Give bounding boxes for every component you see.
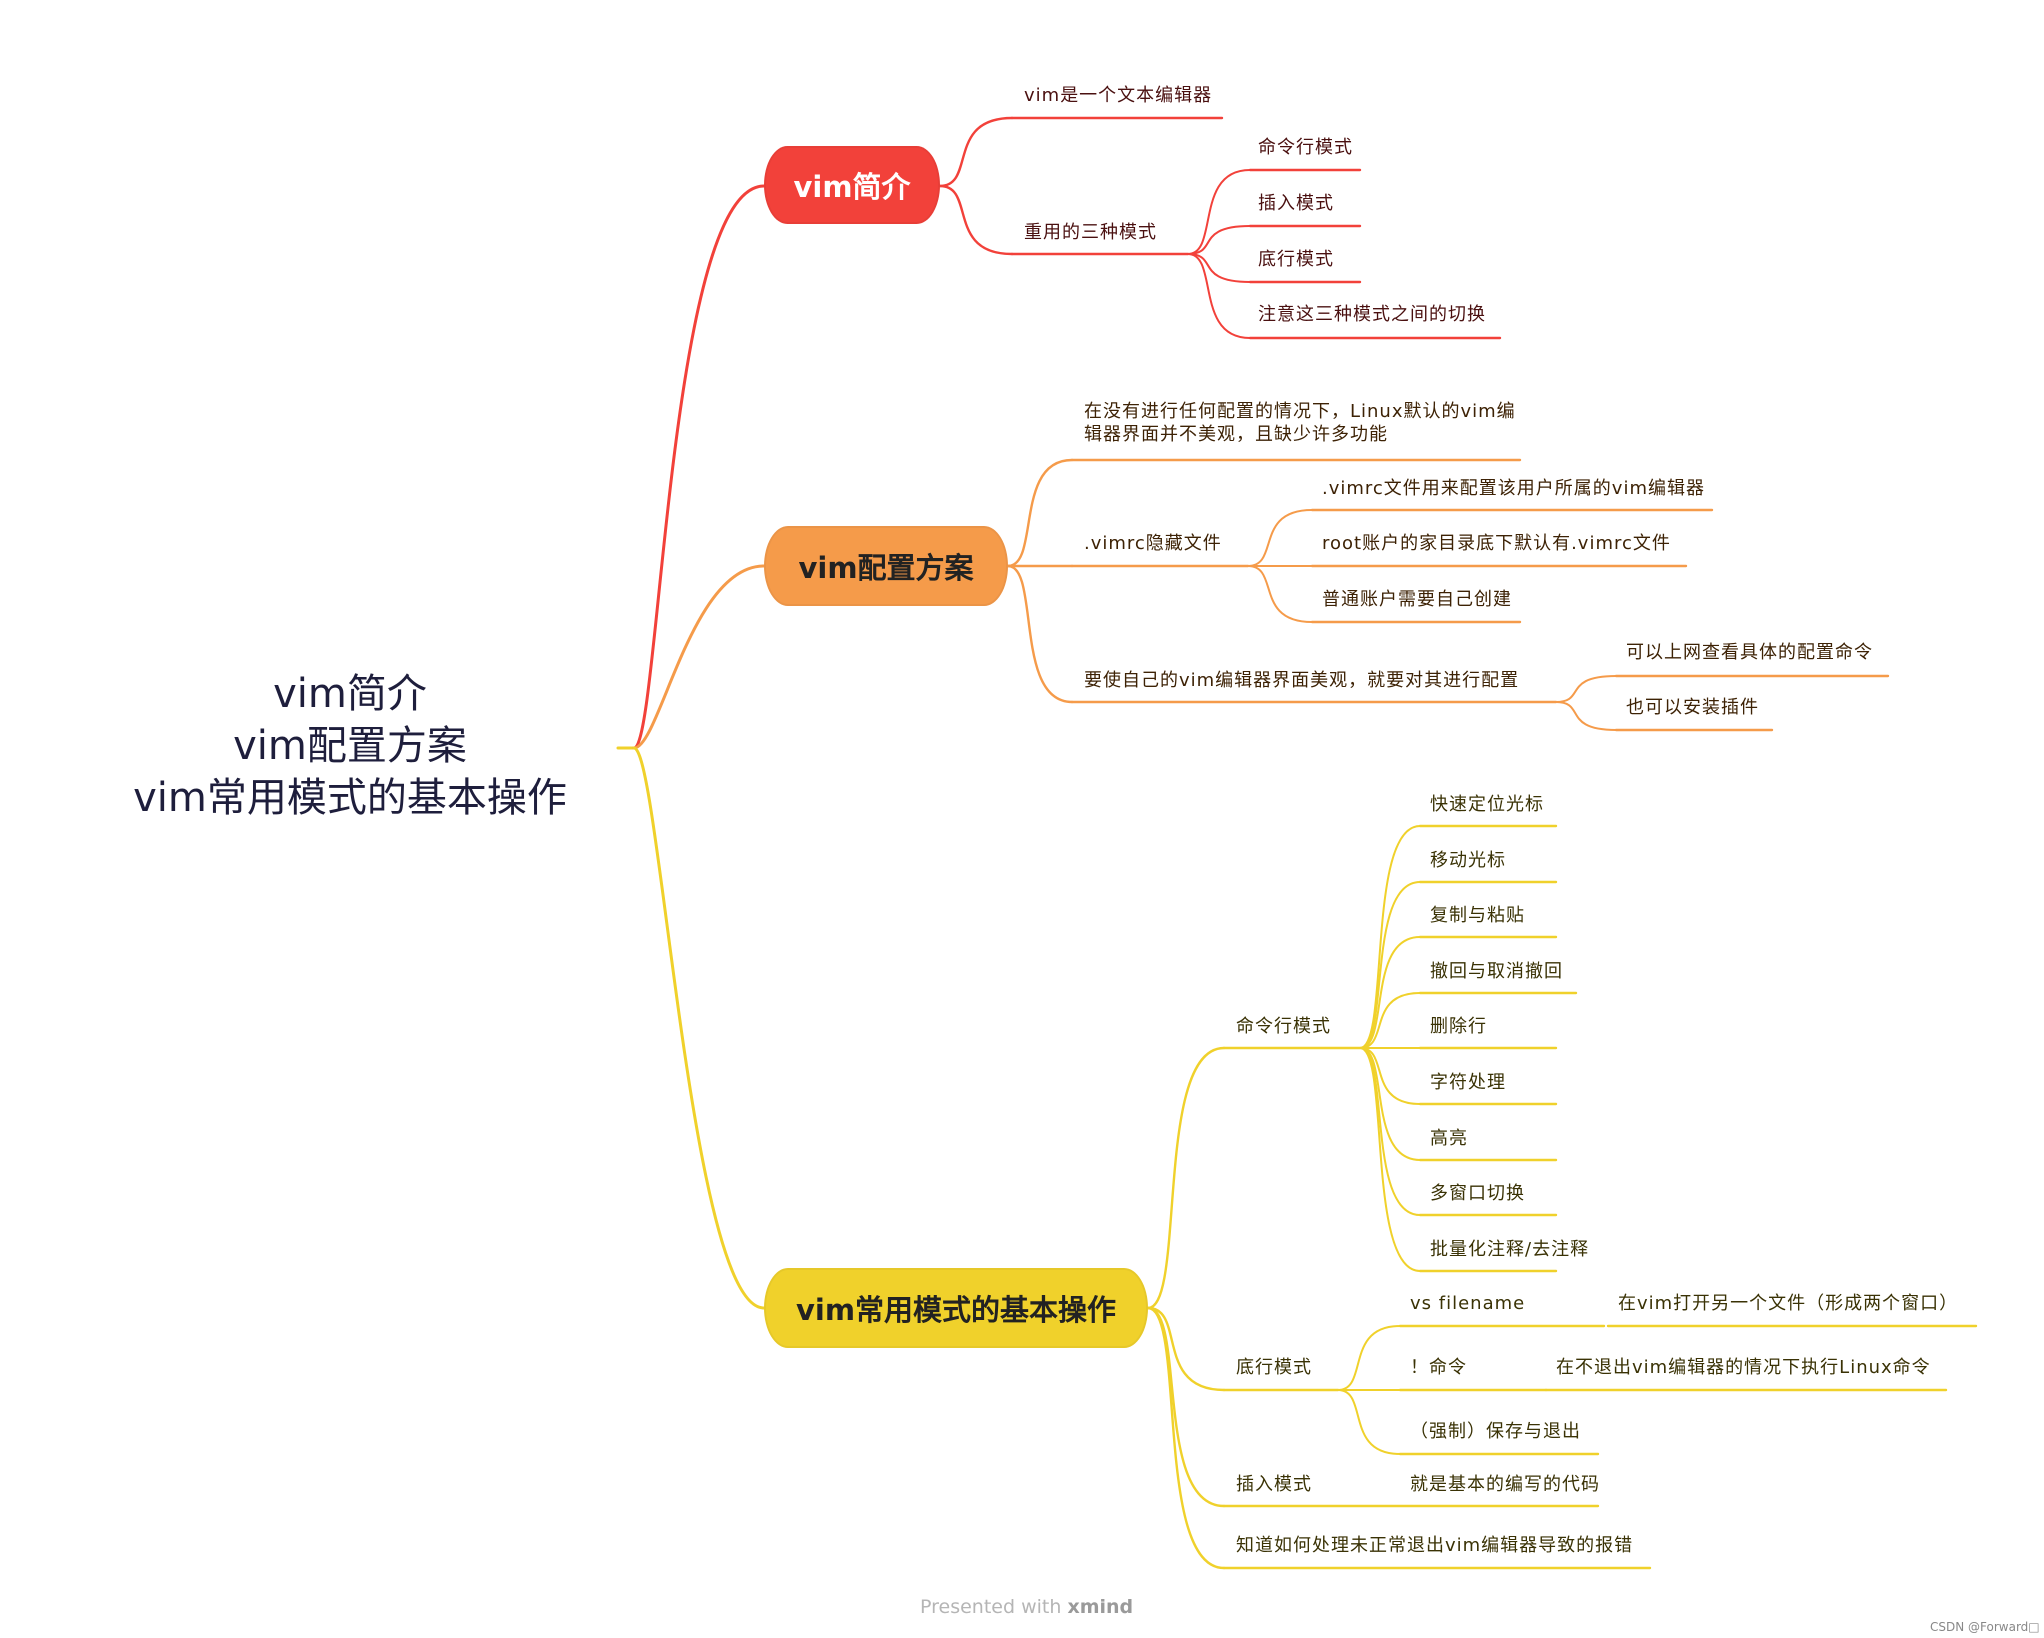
connector-yellow-save xyxy=(1337,1389,1401,1455)
main-topic-vim-config[interactable]: vim配置方案 xyxy=(764,526,1008,606)
leaf-mode-switch[interactable]: 注意这三种模式之间的切换 xyxy=(1258,304,1486,325)
leaf-undo-redo[interactable]: 撤回与取消撤回 xyxy=(1430,961,1563,982)
central-topic-line: vim简介 xyxy=(273,671,427,717)
leaf-locate-cursor[interactable]: 快速定位光标 xyxy=(1430,794,1544,815)
leaf-command-mode[interactable]: 命令行模式 xyxy=(1258,137,1353,158)
connector-main-red xyxy=(632,184,766,750)
connector-yellow-leaf xyxy=(1359,992,1421,1049)
connector-yellow-vs xyxy=(1337,1325,1401,1391)
leaf-root-vimrc[interactable]: root账户的家目录底下默认有.vimrc文件 xyxy=(1322,533,1671,554)
connector-yellow-leaf xyxy=(1359,1047,1421,1161)
subtopic-vimrc-hidden[interactable]: .vimrc隐藏文件 xyxy=(1084,533,1222,554)
leaf-insert-mode[interactable]: 插入模式 xyxy=(1258,193,1334,214)
leaf-save-quit[interactable]: （强制）保存与退出 xyxy=(1410,1421,1581,1442)
main-topic-vim-intro[interactable]: vim简介 xyxy=(764,146,940,224)
connector-yellow-leaf xyxy=(1359,825,1421,1049)
leaf-vimrc-purpose[interactable]: .vimrc文件用来配置该用户所属的vim编辑器 xyxy=(1322,478,1705,499)
leaf-delete-line[interactable]: 删除行 xyxy=(1430,1016,1487,1037)
subtopic-three-modes[interactable]: 重用的三种模式 xyxy=(1024,222,1157,243)
leaf-open-another-file[interactable]: 在vim打开另一个文件（形成两个窗口） xyxy=(1618,1293,1959,1314)
central-topic[interactable]: vim简介 vim配置方案 vim常用模式的基本操作 xyxy=(100,668,600,824)
connector-yellow-error xyxy=(1146,1306,1226,1570)
connector-red-leaf xyxy=(1187,253,1251,283)
subtopic-command-mode[interactable]: 命令行模式 xyxy=(1236,1016,1331,1037)
subtopic-insert-mode[interactable]: 插入模式 xyxy=(1236,1474,1312,1495)
connector-orange-leaf xyxy=(1247,565,1313,623)
connector-orange-leaf2 xyxy=(1555,701,1617,731)
leaf-highlight[interactable]: 高亮 xyxy=(1430,1128,1468,1149)
connector-yellow-insert xyxy=(1146,1306,1226,1508)
subtopic-default-ui-text: 在没有进行任何配置的情况下，Linux默认的vim编 辑器界面并不美观，且缺少许… xyxy=(1084,401,1516,445)
leaf-run-linux-command[interactable]: 在不退出vim编辑器的情况下执行Linux命令 xyxy=(1556,1357,1931,1378)
connector-yellow-leaf xyxy=(1359,1047,1421,1105)
connector-red-leaf xyxy=(1187,169,1251,255)
leaf-batch-comment[interactable]: 批量化注释/去注释 xyxy=(1430,1239,1590,1260)
leaf-install-plugin[interactable]: 也可以安装插件 xyxy=(1626,697,1759,718)
connector-yellow-leaf xyxy=(1359,1047,1421,1272)
csdn-credit: CSDN @Forward□ xyxy=(1930,1620,2040,1634)
connector-orange-leaf2 xyxy=(1555,675,1617,703)
main-topic-vim-modes[interactable]: vim常用模式的基本操作 xyxy=(764,1268,1148,1348)
xmind-brand: xmind xyxy=(1067,1596,1134,1618)
subtopic-recover-error[interactable]: 知道如何处理未正常退出vim编辑器导致的报错 xyxy=(1236,1535,1634,1556)
connector-red-modes xyxy=(938,184,1014,256)
subtopic-configure-ui[interactable]: 要使自己的vim编辑器界面美观，就要对其进行配置 xyxy=(1084,670,1520,691)
leaf-normal-user-create[interactable]: 普通账户需要自己创建 xyxy=(1322,589,1512,610)
footer-prefix: Presented with xyxy=(920,1596,1068,1618)
presented-with-footer: Presented with xmind xyxy=(920,1596,1133,1618)
connector-red-leaf xyxy=(1187,225,1251,255)
connector-yellow-leaf xyxy=(1359,881,1421,1049)
connector-main-yellow xyxy=(632,746,766,1310)
connector-main-orange xyxy=(632,564,766,750)
central-topic-line: vim常用模式的基本操作 xyxy=(133,775,567,821)
leaf-copy-paste[interactable]: 复制与粘贴 xyxy=(1430,905,1525,926)
subtopic-vim-editor[interactable]: vim是一个文本编辑器 xyxy=(1024,85,1213,106)
connector-yellow-leaf xyxy=(1359,1047,1421,1216)
subtopic-last-line-mode[interactable]: 底行模式 xyxy=(1236,1357,1312,1378)
connector-yellow-command xyxy=(1146,1046,1226,1310)
connector-red-editor xyxy=(938,116,1014,188)
leaf-vs-filename[interactable]: vs filename xyxy=(1410,1293,1526,1314)
leaf-char-processing[interactable]: 字符处理 xyxy=(1430,1072,1506,1093)
leaf-bang-command[interactable]: ！命令 xyxy=(1410,1357,1467,1378)
leaf-last-line-mode[interactable]: 底行模式 xyxy=(1258,249,1334,270)
leaf-basic-code-writing[interactable]: 就是基本的编写的代码 xyxy=(1410,1474,1600,1495)
connector-yellow-lastline xyxy=(1146,1306,1226,1392)
leaf-search-config[interactable]: 可以上网查看具体的配置命令 xyxy=(1626,642,1873,663)
connector-red-leaf xyxy=(1187,253,1251,339)
connector-yellow-leaf xyxy=(1359,936,1421,1049)
leaf-move-cursor[interactable]: 移动光标 xyxy=(1430,850,1506,871)
subtopic-default-ui[interactable]: 在没有进行任何配置的情况下，Linux默认的vim编 辑器界面并不美观，且缺少许… xyxy=(1084,400,1516,446)
central-topic-line: vim配置方案 xyxy=(233,723,467,769)
connector-orange-configure xyxy=(1006,564,1074,704)
connector-orange-leaf xyxy=(1247,509,1313,567)
connector-orange-default xyxy=(1006,458,1074,568)
leaf-window-switch[interactable]: 多窗口切换 xyxy=(1430,1183,1525,1204)
